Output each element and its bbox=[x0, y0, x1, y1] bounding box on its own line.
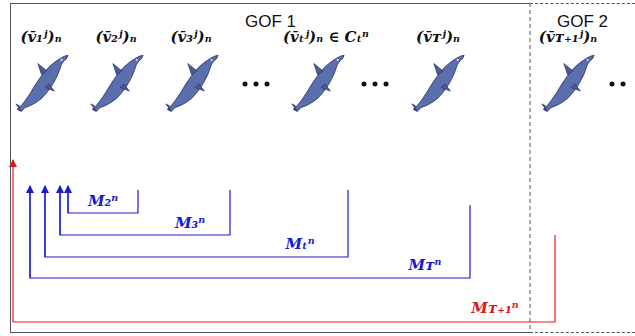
frame-label: (v̄₃ʲ)ₙ bbox=[170, 28, 211, 46]
frame-label: (v̄ᴛ₊₁ʲ)ₙ bbox=[539, 28, 597, 46]
reference-label: M₂ⁿ bbox=[88, 192, 118, 210]
gof-box: GOF 1 bbox=[10, 3, 530, 333]
reference-label: Mᴛ₊₁ⁿ bbox=[471, 299, 518, 317]
ellipsis-dots bbox=[243, 82, 626, 87]
group-title: GOF 2 bbox=[530, 4, 635, 32]
frame-label: (v̄ᴛʲ)ₙ bbox=[416, 28, 460, 46]
frame-label: (v̄₂ʲ)ₙ bbox=[95, 28, 136, 46]
reference-label: M₃ⁿ bbox=[175, 214, 205, 232]
frame-label: (v̄ₜʲ)ₙ ∈ Cₜⁿ bbox=[283, 28, 369, 46]
next-gof-bracket bbox=[13, 160, 555, 322]
frame-label: (v̄₁ʲ)ₙ bbox=[20, 28, 61, 46]
reference-label: Mₜⁿ bbox=[285, 235, 314, 253]
group-title: GOF 1 bbox=[11, 4, 530, 32]
reference-brackets bbox=[30, 186, 470, 278]
reference-label: Mᴛⁿ bbox=[409, 256, 442, 274]
dolphins bbox=[16, 55, 594, 111]
gof-region: GOF 2 bbox=[530, 3, 635, 333]
